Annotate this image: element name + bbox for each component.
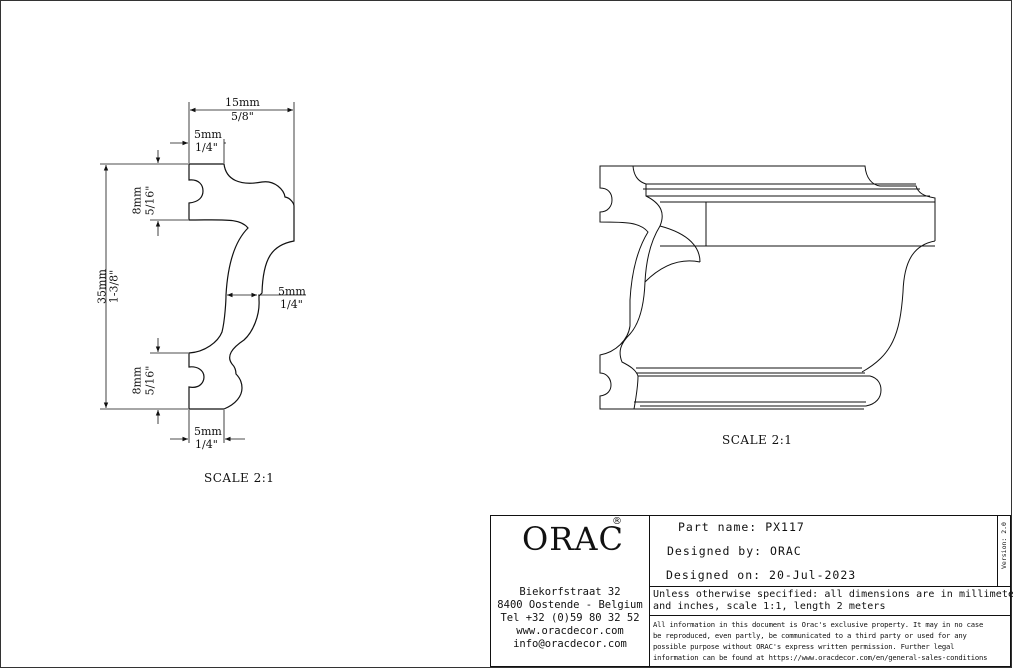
legal-line: possible purpose without ORAC's express … <box>653 642 955 651</box>
dim-thickness-inch: 1/4" <box>280 298 303 311</box>
part-name-label: Part name: <box>678 520 758 534</box>
spec-line: and inches, scale 1:1, length 2 meters <box>653 601 886 612</box>
legal-line: information can be found at https://www.… <box>653 653 988 662</box>
spec-notes: Unless otherwise specified: all dimensio… <box>653 589 1013 613</box>
version-container: Version: 2.0 <box>984 522 1013 569</box>
dim-bottom-step-mm: 5mm <box>194 425 222 438</box>
address-street: Biekorfstraat 32 <box>519 586 621 598</box>
dim-bottom-step-inch: 1/4" <box>195 438 218 451</box>
designed-by-row: Designed by: ORAC <box>667 544 802 558</box>
dim-width-mm: 15mm <box>225 96 260 109</box>
perspective-end-profile <box>599 165 663 410</box>
part-name-value: PX117 <box>765 520 805 534</box>
designed-on-row: Designed on: 20-Jul-2023 <box>666 568 856 582</box>
profile-scale-label: SCALE 2:1 <box>204 471 275 485</box>
address-email: info@oracdecor.com <box>513 638 627 650</box>
company-address: Biekorfstraat 32 8400 Oostende - Belgium… <box>493 586 647 651</box>
designed-by-label: Designed by: <box>667 544 763 558</box>
part-name-row: Part name: PX117 <box>678 520 805 534</box>
dim-top-step-inch: 1/4" <box>195 141 218 154</box>
registered-mark: ® <box>612 516 622 527</box>
address-city: 8400 Oostende - Belgium <box>497 599 643 611</box>
dim-width-inch: 5/8" <box>231 110 254 123</box>
logo-text: ORAC <box>522 520 624 558</box>
address-website: www.oracdecor.com <box>516 625 624 637</box>
designed-on-value: 20-Jul-2023 <box>769 568 857 582</box>
perspective-scale-label: SCALE 2:1 <box>722 433 793 447</box>
legal-line: All information in this document is Orac… <box>653 620 984 629</box>
address-phone: Tel +32 (0)59 80 32 52 <box>500 612 640 624</box>
spec-line: Unless otherwise specified: all dimensio… <box>653 589 1013 600</box>
designed-on-label: Designed on: <box>666 568 762 582</box>
designed-by-value: ORAC <box>770 544 802 558</box>
legal-notice: All information in this document is Orac… <box>653 619 988 663</box>
dimension-lines <box>103 107 306 442</box>
legal-line: be reproduced, even partly, be communica… <box>653 631 967 640</box>
version-label: Version: 2.0 <box>1000 522 1008 569</box>
profile-outline <box>188 163 295 410</box>
dim-thickness-mm: 5mm <box>278 285 306 298</box>
company-logo: ORAC <box>522 520 624 558</box>
dim-top-step-mm: 5mm <box>194 128 222 141</box>
